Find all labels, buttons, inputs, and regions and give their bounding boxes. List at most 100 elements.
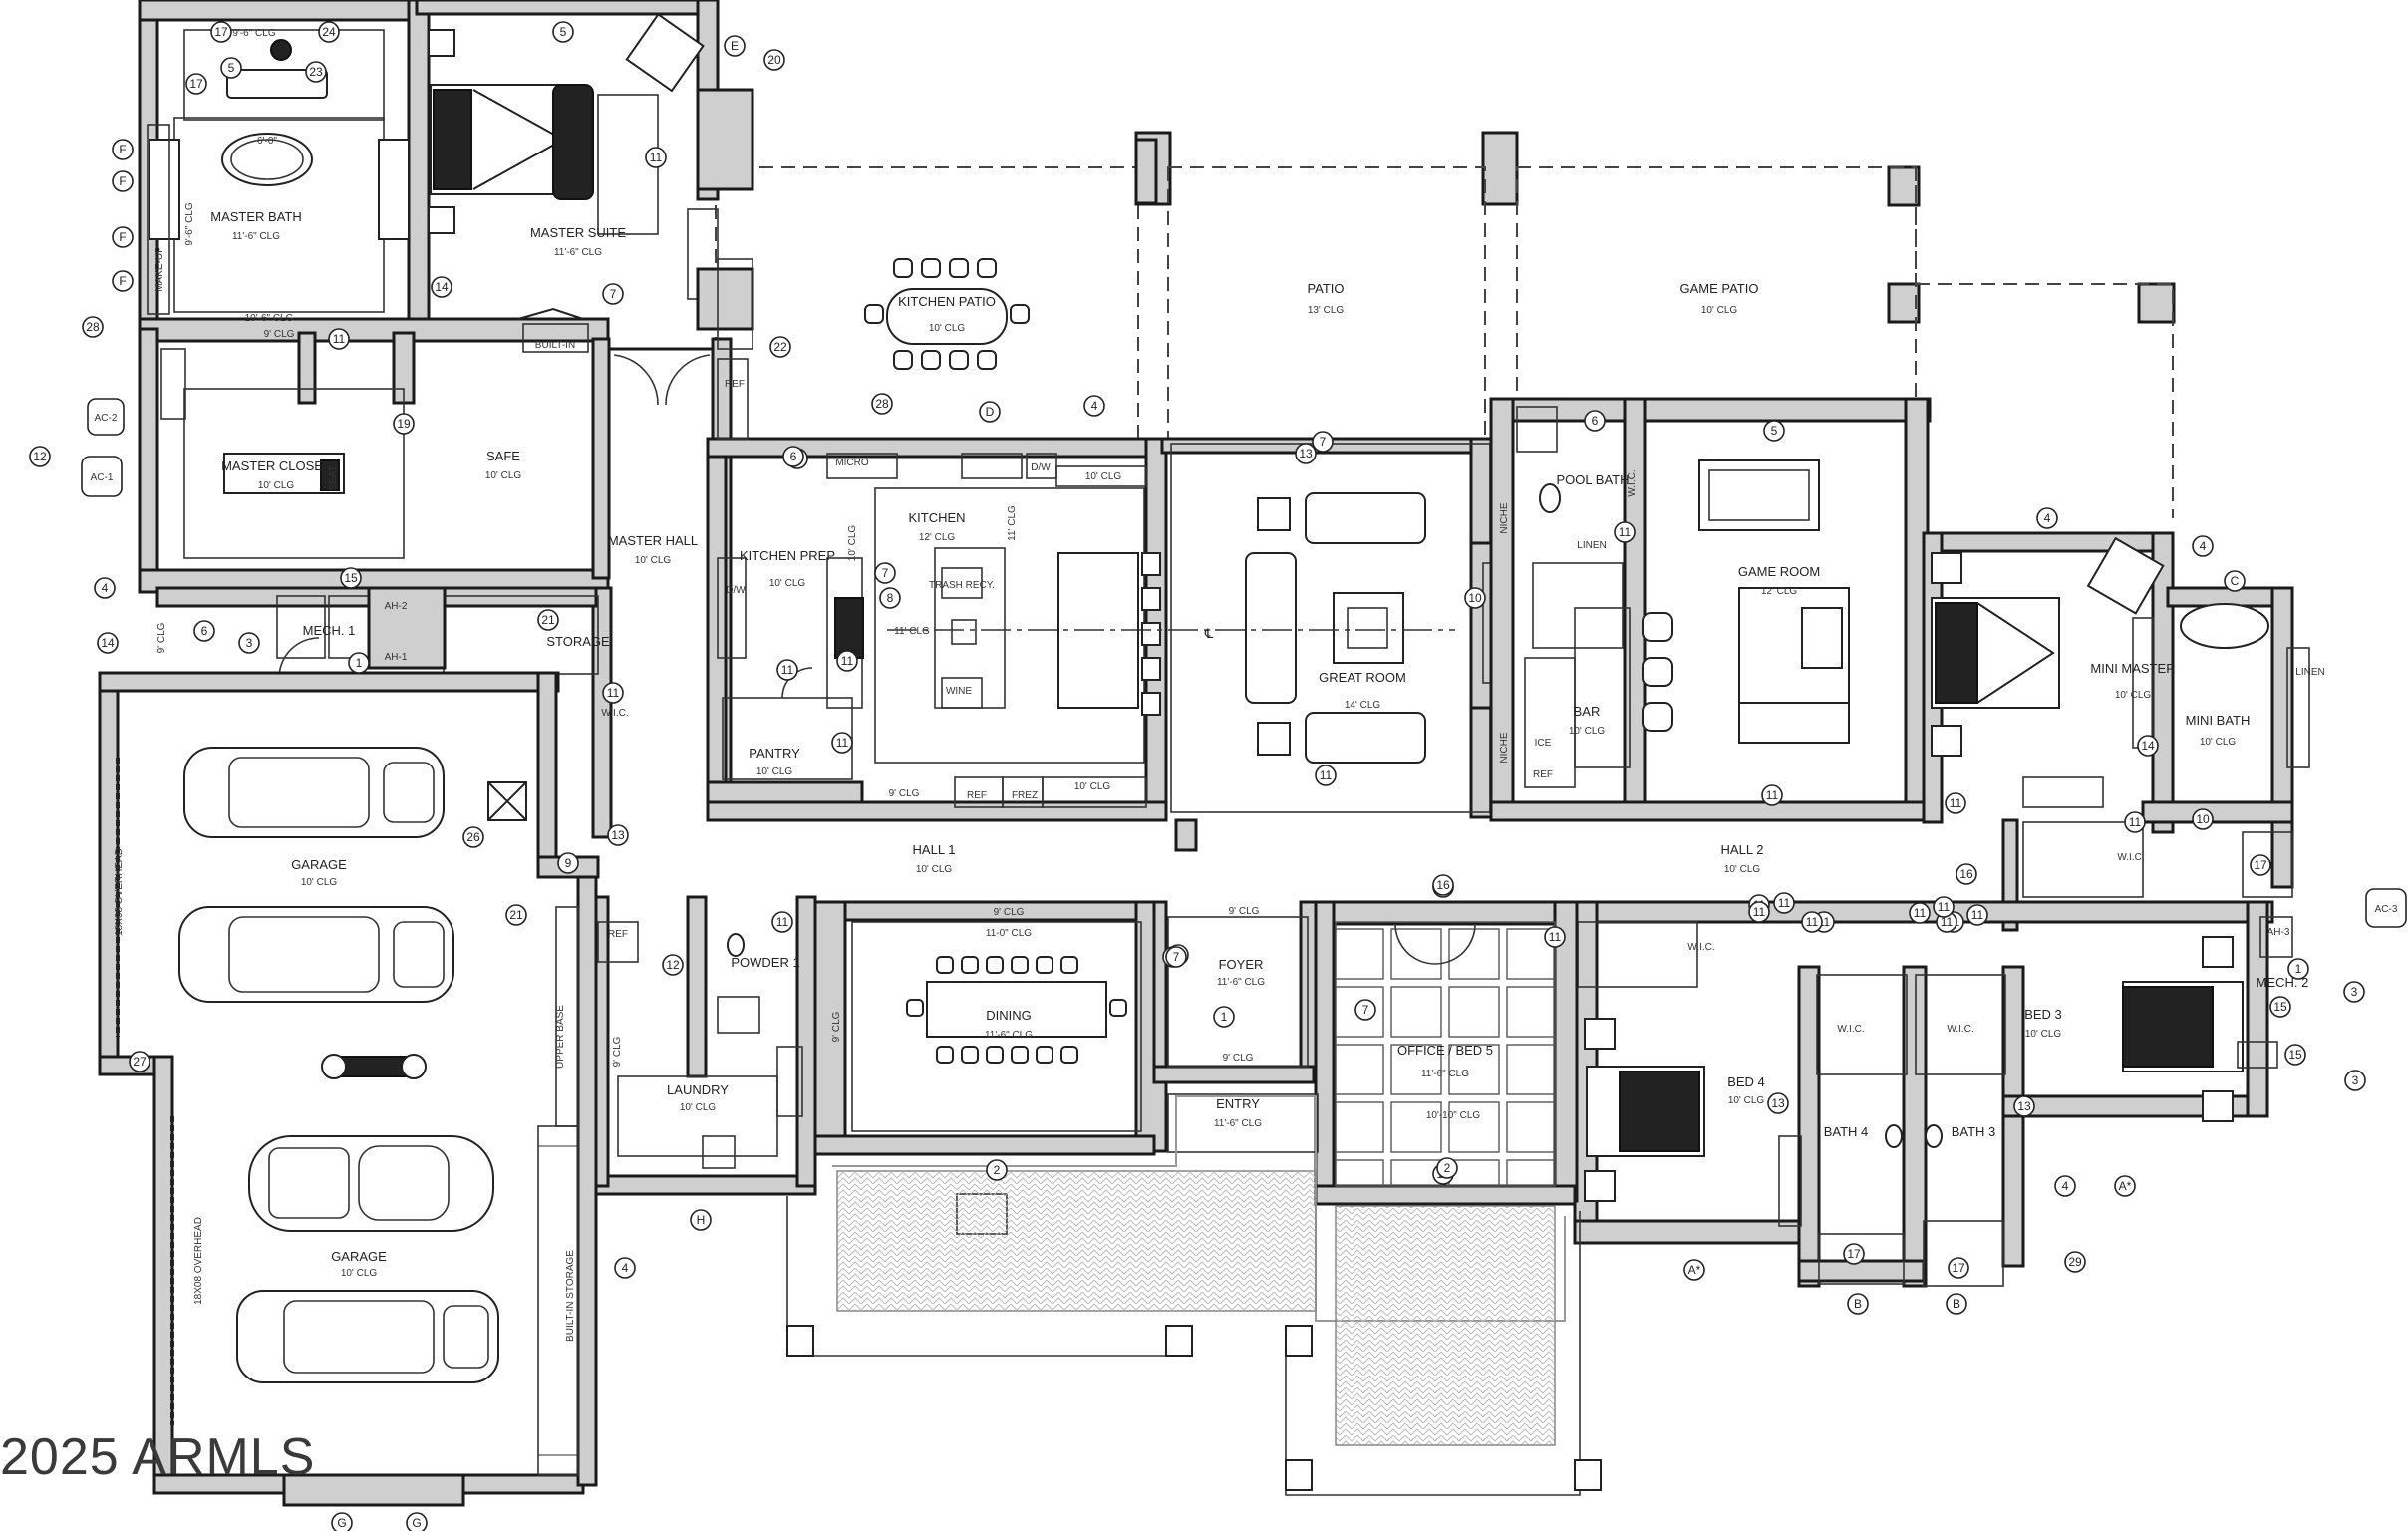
- callout-tag: 7: [874, 562, 896, 584]
- svg-text:11: 11: [776, 915, 789, 929]
- svg-text:AC-3: AC-3: [2375, 904, 2398, 915]
- svg-text:10' CLG: 10' CLG: [1728, 1095, 1765, 1106]
- callout-tag: 17: [185, 73, 207, 95]
- linen-note: LINEN: [1577, 540, 1606, 551]
- svg-text:MASTER BATH: MASTER BATH: [210, 209, 302, 224]
- ceiling-height: 11' CLG: [894, 626, 930, 637]
- svg-text:10' CLG: 10' CLG: [2115, 690, 2152, 701]
- ac-unit-ac-1: AC-1: [81, 456, 123, 497]
- svg-text:16: 16: [1959, 867, 1973, 881]
- svg-text:MASTER CLOSET: MASTER CLOSET: [221, 459, 331, 473]
- svg-text:11: 11: [1753, 905, 1766, 919]
- svg-text:26: 26: [466, 830, 480, 844]
- master-wing: [138, 0, 754, 594]
- air-handler-label: AH-2: [385, 601, 408, 612]
- svg-text:GREAT ROOM: GREAT ROOM: [1319, 670, 1406, 685]
- svg-text:10' CLG: 10' CLG: [756, 766, 793, 777]
- niche-note: NICHE: [1499, 502, 1510, 533]
- ceiling-height: 9' CLG: [1223, 1053, 1254, 1064]
- room-office: OFFICE / BED 511'-6" CLG: [1397, 1043, 1493, 1079]
- svg-text:11'-6" CLG: 11'-6" CLG: [1217, 977, 1265, 988]
- callout-tag: 11: [645, 147, 667, 168]
- callout-tag: 11: [602, 682, 624, 704]
- svg-text:11: 11: [2129, 815, 2142, 829]
- svg-text:PANTRY: PANTRY: [749, 746, 800, 761]
- callout-tag: 11: [1761, 784, 1783, 806]
- front-rooms: [813, 900, 1579, 1206]
- car-4: [236, 1290, 499, 1383]
- svg-text:11: 11: [836, 736, 849, 750]
- callout-tag: E: [724, 35, 746, 57]
- svg-text:POOL BATH: POOL BATH: [1557, 472, 1630, 487]
- svg-text:GAME PATIO: GAME PATIO: [1680, 281, 1759, 296]
- svg-text:H: H: [697, 1213, 706, 1227]
- callout-tag: 10: [2192, 808, 2214, 830]
- callout-tag: C: [2224, 570, 2246, 592]
- svg-text:17: 17: [1847, 1247, 1861, 1261]
- svg-text:24: 24: [322, 25, 336, 39]
- svg-text:10' CLG: 10' CLG: [635, 555, 672, 566]
- ceiling-height: 10'-10" CLG: [1426, 1110, 1481, 1121]
- callout-tag: F: [112, 226, 134, 248]
- builtin-storage-note: BUILT-IN STORAGE: [565, 1250, 576, 1342]
- svg-text:1: 1: [2295, 962, 2302, 976]
- svg-text:B: B: [1854, 1297, 1862, 1311]
- great-room-area: [887, 437, 1513, 819]
- watermark: 2025 ARMLS: [0, 1428, 316, 1486]
- garage: [98, 671, 600, 1507]
- ceiling-height: 9' CLG: [994, 907, 1025, 918]
- dimension-label: 6'-0": [257, 136, 277, 147]
- svg-text:11: 11: [1971, 908, 1984, 922]
- wic-note: W.I.C.: [2117, 852, 2144, 863]
- svg-text:10: 10: [1468, 591, 1482, 605]
- svg-text:10' CLG: 10' CLG: [916, 864, 953, 875]
- callout-tag: 11: [1614, 521, 1636, 543]
- callout-tag: 11: [831, 732, 853, 754]
- callout-tag: 4: [94, 577, 116, 599]
- callout-tag: 7: [1354, 999, 1376, 1021]
- svg-text:11: 11: [1938, 900, 1951, 914]
- svg-text:10' CLG: 10' CLG: [1724, 864, 1761, 875]
- svg-text:11: 11: [1619, 525, 1632, 539]
- svg-text:13: 13: [1771, 1096, 1785, 1110]
- callout-tag: 11: [776, 659, 798, 681]
- mini-master-wing: [1922, 531, 2310, 898]
- callout-tag: 4: [614, 1257, 636, 1279]
- svg-text:11: 11: [1914, 906, 1927, 920]
- entry-court: [786, 1093, 1602, 1496]
- ceiling-height: 9'-6" CLG: [232, 28, 275, 39]
- callout-tag: 28: [82, 316, 104, 338]
- callout-tag: 11: [1933, 896, 1955, 918]
- callout-tag: 17: [210, 21, 232, 43]
- svg-text:BATH 4: BATH 4: [1824, 1124, 1869, 1139]
- callout-tag: 29: [2064, 1251, 2086, 1273]
- callout-tag: 13: [2013, 1095, 2035, 1117]
- svg-text:7: 7: [1320, 435, 1327, 449]
- svg-text:5: 5: [560, 25, 567, 39]
- callout-tag: 17: [1843, 1243, 1865, 1265]
- svg-text:11: 11: [781, 663, 794, 677]
- svg-text:17: 17: [214, 25, 228, 39]
- svg-text:21: 21: [541, 613, 555, 627]
- room-storage: STORAGE: [546, 634, 610, 649]
- ceiling-height: 9' CLG: [156, 622, 167, 653]
- svg-text:11'-6" CLG: 11'-6" CLG: [232, 231, 280, 242]
- callout-tag: 17: [1948, 1257, 1969, 1279]
- svg-text:F: F: [119, 143, 126, 156]
- wic-note: W.I.C.: [1627, 469, 1638, 496]
- callout-tag: 1: [1213, 1006, 1235, 1028]
- kitchen-patio-table: [717, 258, 1030, 440]
- ref-label: REF: [1533, 769, 1553, 780]
- svg-text:14: 14: [2141, 739, 2155, 753]
- callout-tag: 21: [537, 609, 559, 631]
- wic-note: W.I.C.: [1947, 1024, 1973, 1035]
- callout-tag: 12: [662, 954, 684, 976]
- centerline-symbol: ℄: [1204, 626, 1214, 641]
- wine-label: WINE: [946, 686, 972, 697]
